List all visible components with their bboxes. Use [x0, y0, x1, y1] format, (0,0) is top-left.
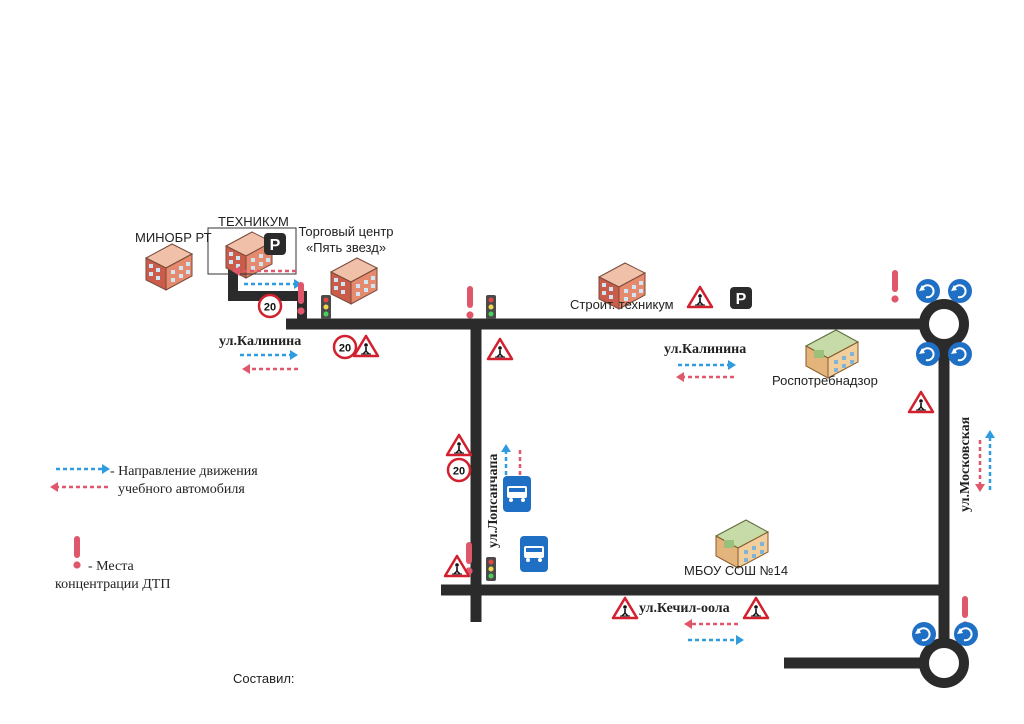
tekhnikum-frame [207, 227, 297, 275]
legend-direction-text: - Направление движения [110, 464, 258, 479]
legend-danger-text: - Места [88, 559, 134, 574]
trade-center-building-icon [330, 257, 378, 305]
route-arrows [56, 269, 992, 642]
roundabout-sign-icon [915, 278, 941, 304]
pedestrian-warning-sign-icon [907, 390, 935, 414]
bus-stop-sign-icon [503, 476, 531, 512]
stroit-tekhnikum-label: Строит. техникум [570, 297, 674, 312]
danger-mark-icon [466, 286, 474, 319]
speed-limit-value: 20 [339, 343, 351, 355]
rospotrebnadzor-building-icon [805, 329, 859, 379]
roundabout-sign-icon [915, 341, 941, 367]
street-label-moskovskaya: ул.Московская [958, 416, 973, 512]
street-label-lopsanchapa: ул.Лопсанчапа [486, 453, 501, 548]
legend-danger-text: концентрации ДТП [55, 577, 171, 592]
school-building-icon [715, 519, 769, 569]
street-label-kalinina: ул.Калинина [219, 334, 302, 349]
roundabout-sign-icon [947, 341, 973, 367]
pedestrian-warning-sign-icon [686, 285, 714, 309]
traffic-light-icon [321, 295, 331, 319]
school-label: МБОУ СОШ №14 [684, 563, 789, 578]
trade-center-label-line1: Торговый центр [298, 224, 394, 239]
pedestrian-warning-sign-icon [445, 433, 473, 457]
route-arrowheads [50, 266, 995, 645]
legend-danger-mark-icon [73, 536, 81, 569]
roundabouts [919, 299, 969, 688]
parking-sign-letter: P [270, 237, 281, 254]
rospotrebnadzor-label: Роспотребнадзор [772, 373, 878, 388]
danger-mark-icon [891, 270, 899, 303]
roundabout-sign-icon [911, 621, 937, 647]
pedestrian-warning-sign-icon [486, 337, 514, 361]
pedestrian-warning-sign-icon [611, 596, 639, 620]
traffic-light-icon [486, 557, 496, 581]
parking-sign-letter: P [736, 291, 747, 308]
street-label-kalinina: ул.Калинина [664, 342, 747, 357]
traffic-light-icon [486, 295, 496, 319]
roundabout-sign-icon [947, 278, 973, 304]
legend-direction-text: учебного автомобиля [118, 482, 245, 497]
roundabout-sign-icon [953, 621, 979, 647]
speed-limit-value: 20 [453, 466, 465, 478]
trade-center-label-line2: «Пять звезд» [305, 240, 387, 255]
pedestrian-warning-sign-icon [352, 334, 380, 358]
compiled-by-label: Составил: [233, 671, 295, 686]
minobr-label: МИНОБР РТ [135, 230, 212, 245]
tekhnikum-label: ТЕХНИКУМ [218, 214, 289, 229]
danger-mark-icon [297, 282, 305, 315]
bus-stop-sign-icon [520, 536, 548, 572]
pedestrian-warning-sign-icon [742, 596, 770, 620]
pedestrian-warning-sign-icon [443, 554, 471, 578]
speed-limit-value: 20 [264, 302, 276, 314]
street-label-kechil-oola: ул.Кечил-оола [639, 601, 730, 616]
minobr-building-icon [145, 243, 193, 291]
